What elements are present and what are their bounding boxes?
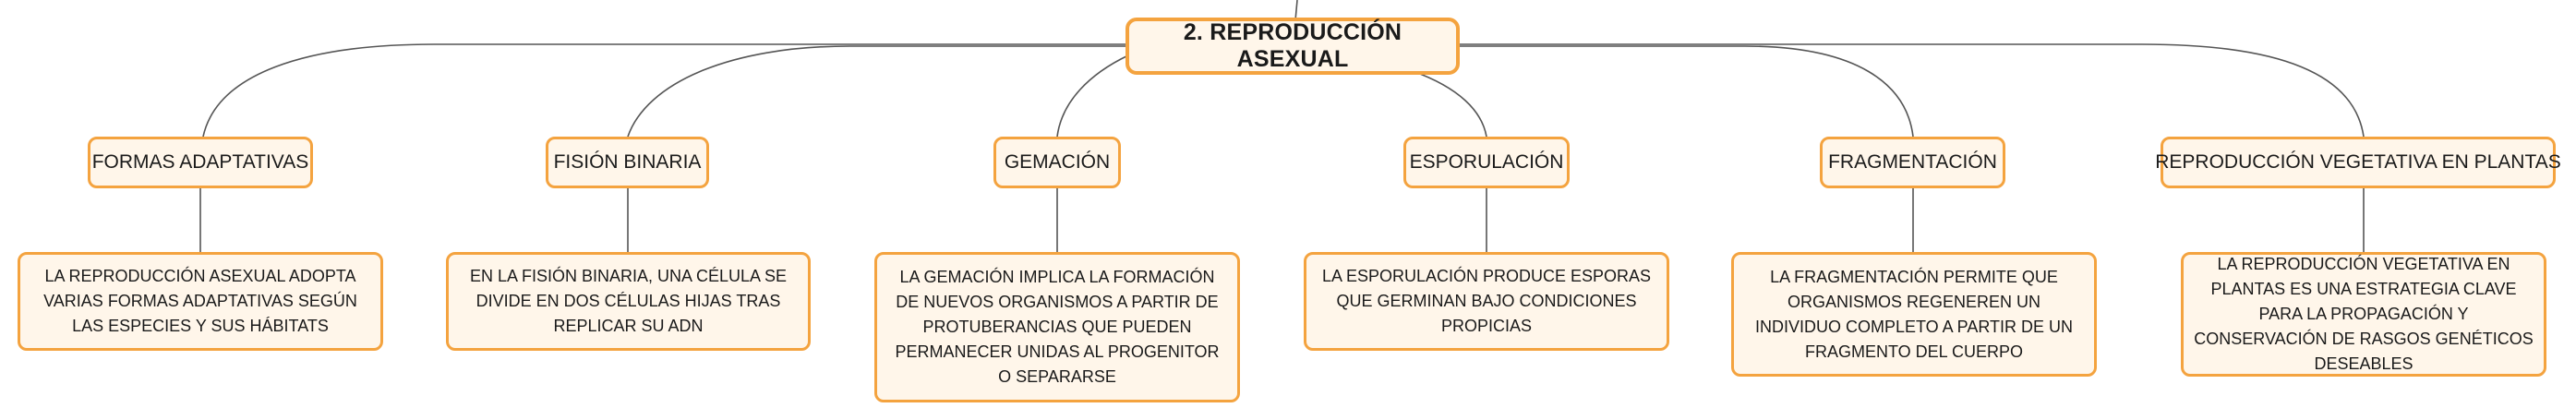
description-text: LA FRAGMENTACIÓN PERMITE QUE ORGANISMOS … (1754, 267, 2074, 361)
description-formas-adaptativas[interactable]: LA REPRODUCCIÓN ASEXUAL ADOPTA VARIAS FO… (18, 252, 383, 351)
connector-root-gemacion (1056, 54, 1129, 138)
description-text: LA REPRODUCCIÓN ASEXUAL ADOPTA VARIAS FO… (43, 267, 357, 335)
description-gemacion[interactable]: LA GEMACIÓN IMPLICA LA FORMACIÓN DE NUEV… (874, 252, 1240, 402)
category-title: GEMACIÓN (1004, 151, 1111, 173)
category-gemacion[interactable]: GEMACIÓN (993, 137, 1121, 188)
root-node[interactable]: 2. REPRODUCCIÓN ASEXUAL (1125, 18, 1460, 75)
description-text: LA GEMACIÓN IMPLICA LA FORMACIÓN DE NUEV… (895, 268, 1220, 386)
category-reproduccion-vegetativa[interactable]: REPRODUCCIÓN VEGETATIVA EN PLANTAS (2155, 137, 2561, 188)
category-formas-adaptativas[interactable]: FORMAS ADAPTATIVAS (88, 137, 313, 188)
description-reproduccion-vegetativa[interactable]: LA REPRODUCCIÓN VEGETATIVA EN PLANTAS ES… (2181, 252, 2546, 377)
description-fragmentacion[interactable]: LA FRAGMENTACIÓN PERMITE QUE ORGANISMOS … (1731, 252, 2097, 377)
category-title: FRAGMENTACIÓN (1828, 151, 1997, 173)
connector-root-formas-adaptativas (202, 43, 1128, 138)
root-title: 2. REPRODUCCIÓN ASEXUAL (1183, 19, 1402, 72)
description-fision-binaria[interactable]: EN LA FISIÓN BINARIA, UNA CÉLULA SE DIVI… (446, 252, 811, 351)
connector-root-esporulacion (1412, 70, 1487, 138)
description-text: LA REPRODUCCIÓN VEGETATIVA EN PLANTAS ES… (2194, 255, 2534, 373)
category-title: FISIÓN BINARIA (553, 151, 702, 173)
connector-to-parent (1294, 0, 1298, 21)
connector-root-fragmentacion (1457, 45, 1914, 138)
connector-root-reproduccion-vegetativa (1457, 43, 2365, 138)
category-esporulacion[interactable]: ESPORULACIÓN (1403, 137, 1570, 188)
connector-root-fision-binaria (627, 45, 1128, 138)
description-text: LA ESPORULACIÓN PRODUCE ESPORAS QUE GERM… (1321, 267, 1652, 335)
category-title: REPRODUCCIÓN VEGETATIVA EN PLANTAS (2155, 151, 2561, 173)
category-fragmentacion[interactable]: FRAGMENTACIÓN (1820, 137, 2005, 188)
description-text: EN LA FISIÓN BINARIA, UNA CÉLULA SE DIVI… (469, 267, 788, 335)
category-title: ESPORULACIÓN (1409, 151, 1564, 173)
category-title: FORMAS ADAPTATIVAS (91, 151, 309, 173)
description-esporulacion[interactable]: LA ESPORULACIÓN PRODUCE ESPORAS QUE GERM… (1304, 252, 1669, 351)
category-fision-binaria[interactable]: FISIÓN BINARIA (546, 137, 709, 188)
